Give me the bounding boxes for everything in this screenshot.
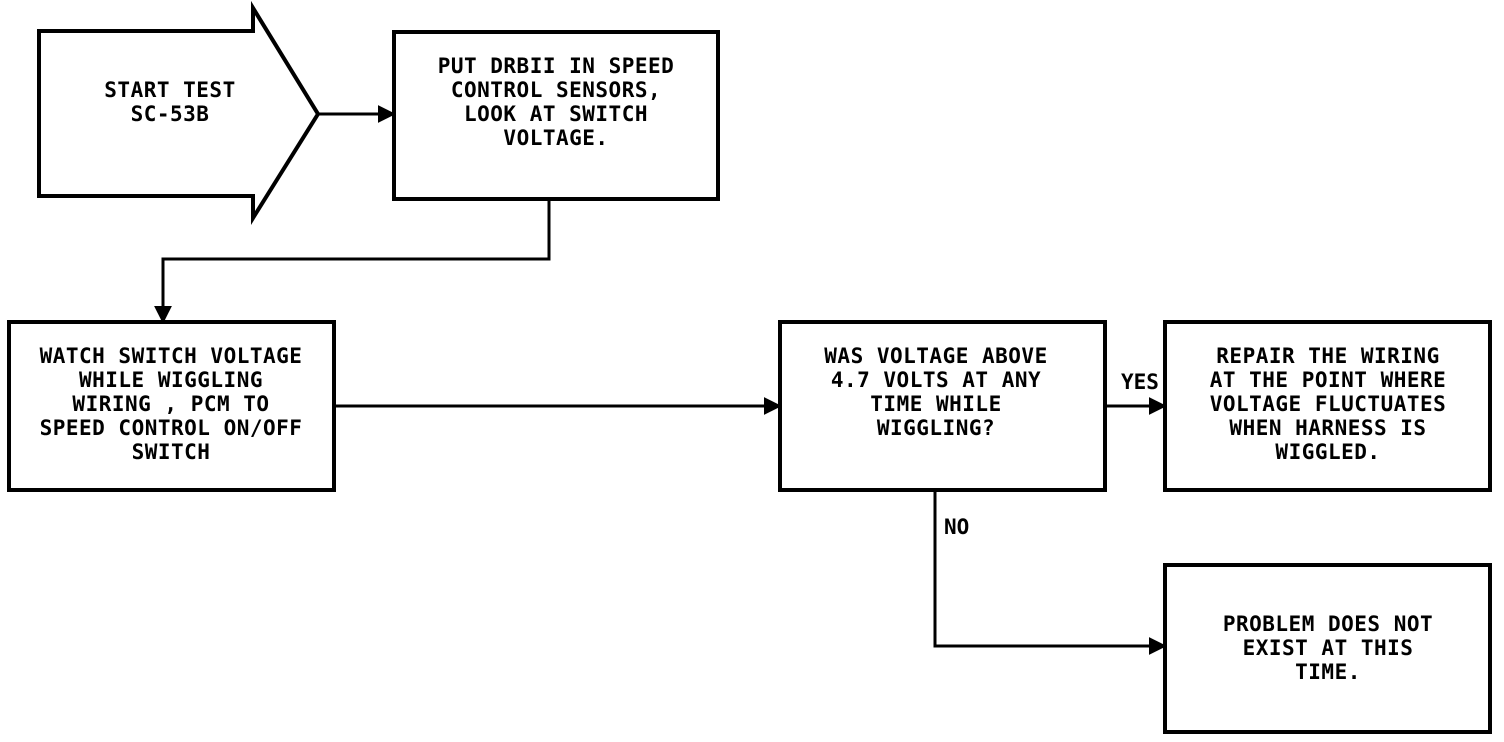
node-text-line: START TEST	[104, 78, 235, 102]
no-problem-box	[1163, 563, 1492, 734]
node-text-line: WHEN HARNESS IS	[1229, 416, 1426, 440]
node-text-line: LOOK AT SWITCH	[464, 102, 648, 126]
node-text-line: VOLTAGE FLUCTUATES	[1210, 392, 1447, 416]
node-text-line: SPEED CONTROL ON/OFF	[40, 416, 303, 440]
node-text-line: EXIST AT THIS	[1243, 636, 1414, 660]
repair-box	[1163, 320, 1492, 492]
edge-put-drbii-to-watch	[154, 199, 551, 324]
node-text-line: TIME WHILE	[870, 392, 1001, 416]
node-text-line: TIME.	[1295, 660, 1361, 684]
node-text-line: VOLTAGE.	[503, 126, 608, 150]
node-text-line: REPAIR THE WIRING	[1216, 344, 1439, 368]
node-text-line: SC-53B	[131, 102, 210, 126]
node-text-line: WIRING , PCM TO	[72, 392, 269, 416]
start-node-shape	[37, 0, 321, 225]
no-label: NO	[944, 515, 969, 539]
node-text-line: WHILE WIGGLING	[79, 368, 263, 392]
node-text-line: AT THE POINT WHERE	[1210, 368, 1447, 392]
node-text-line: WIGGLING?	[877, 416, 995, 440]
watch-voltage-box	[7, 320, 336, 492]
node-text-line: WIGGLED.	[1275, 440, 1380, 464]
node-text-line: 4.7 VOLTS AT ANY	[831, 368, 1041, 392]
yes-label: YES	[1121, 370, 1159, 394]
decision-box	[778, 320, 1107, 492]
node-text-line: SWITCH	[132, 440, 211, 464]
edge-decision-to-no-problem	[933, 490, 1167, 655]
node-text-line: WATCH SWITCH VOLTAGE	[40, 344, 303, 368]
node-text-line: CONTROL SENSORS,	[451, 78, 661, 102]
put-drbii-box	[392, 30, 720, 201]
node-text-line: WAS VOLTAGE ABOVE	[824, 344, 1047, 368]
node-text-line: PROBLEM DOES NOT	[1223, 612, 1433, 636]
node-text-line: PUT DRBII IN SPEED	[438, 54, 675, 78]
